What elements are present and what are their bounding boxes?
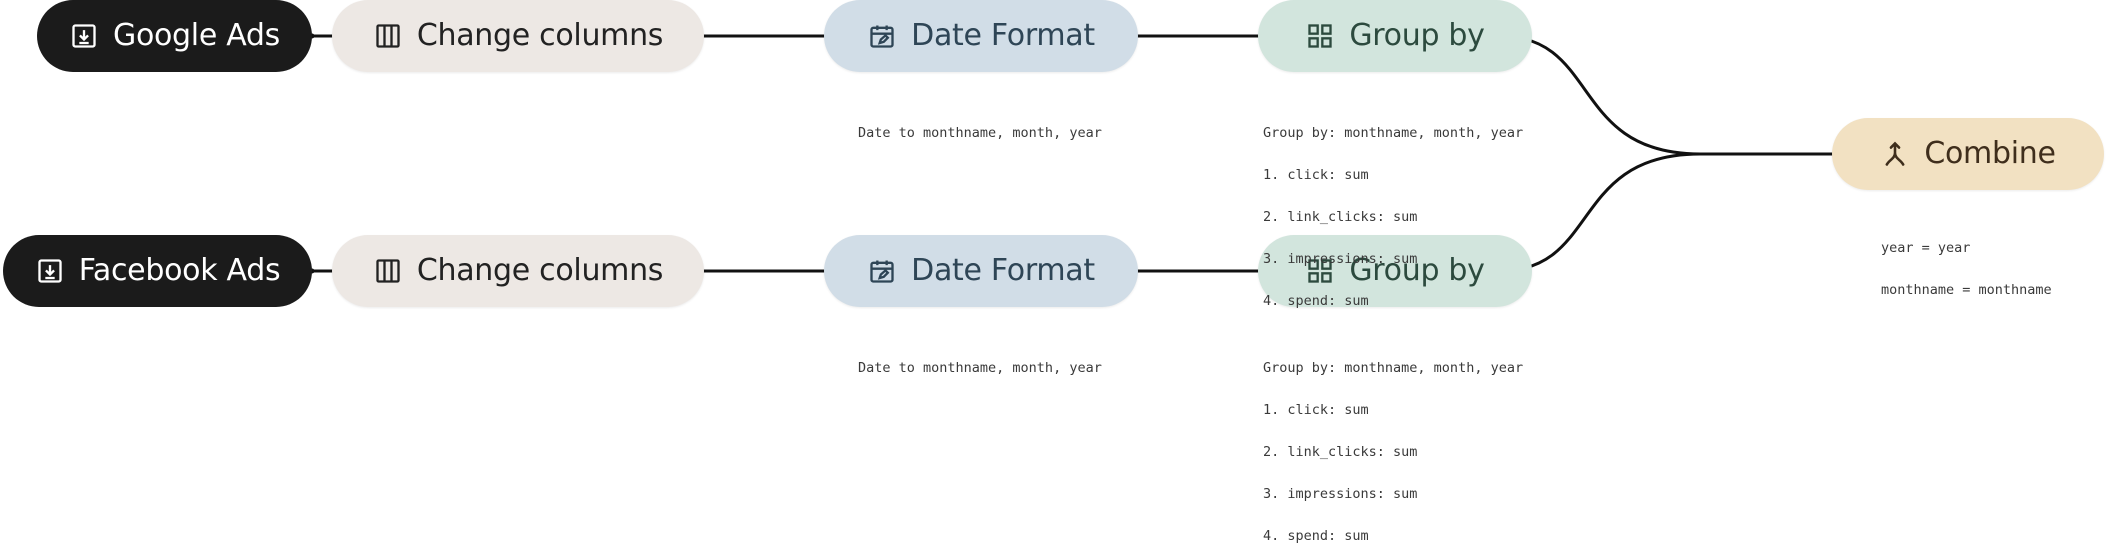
change-columns-node-bottom[interactable]: Change columns bbox=[332, 235, 704, 307]
calendar-edit-icon bbox=[867, 256, 897, 286]
note-line: Date to monthname, month, year bbox=[858, 360, 1102, 376]
group-by-note-top: Group by: monthname, month, year 1. clic… bbox=[1263, 98, 1523, 322]
node-label: Change columns bbox=[416, 253, 664, 288]
google-ads-node[interactable]: Google Ads bbox=[37, 0, 312, 72]
note-line: 2. link_clicks: sum bbox=[1263, 209, 1418, 225]
note-line: 3. impressions: sum bbox=[1263, 486, 1418, 502]
date-format-node-top[interactable]: Date Format bbox=[824, 0, 1138, 72]
node-label: Date Format bbox=[911, 18, 1095, 53]
note-line: monthname = monthname bbox=[1881, 282, 2052, 298]
node-label: Group by bbox=[1349, 18, 1485, 53]
facebook-ads-node[interactable]: Facebook Ads bbox=[3, 235, 312, 307]
note-line: 3. impressions: sum bbox=[1263, 251, 1418, 267]
merge-arrow-icon bbox=[1880, 139, 1910, 169]
date-format-note-top: Date to monthname, month, year bbox=[858, 98, 1102, 154]
node-label: Facebook Ads bbox=[78, 253, 281, 288]
grid-icon bbox=[1305, 256, 1335, 286]
note-line: 1. click: sum bbox=[1263, 167, 1369, 183]
note-line: year = year bbox=[1881, 240, 1971, 256]
node-label: Google Ads bbox=[113, 18, 280, 53]
download-box-icon bbox=[35, 256, 65, 286]
columns-icon bbox=[373, 256, 403, 286]
note-header: Group by: monthname, month, year bbox=[1263, 360, 1524, 376]
change-columns-node-top[interactable]: Change columns bbox=[332, 0, 704, 72]
node-label: Change columns bbox=[416, 18, 664, 53]
group-by-note-bottom: Group by: monthname, month, year 1. clic… bbox=[1263, 333, 1523, 557]
combine-note: year = year monthname = monthname bbox=[1881, 213, 2052, 311]
date-format-node-bottom[interactable]: Date Format bbox=[824, 235, 1138, 307]
columns-icon bbox=[373, 21, 403, 51]
date-format-note-bottom: Date to monthname, month, year bbox=[858, 333, 1102, 389]
wire-group-top-to-combine bbox=[1499, 34, 1864, 156]
grid-icon bbox=[1305, 21, 1335, 51]
note-line: 4. spend: sum bbox=[1263, 293, 1369, 309]
wire-group-bottom-to-combine bbox=[1499, 152, 1701, 273]
combine-node[interactable]: Combine bbox=[1832, 118, 2104, 190]
group-by-node-top[interactable]: Group by bbox=[1258, 0, 1532, 72]
node-label: Combine bbox=[1924, 136, 2056, 171]
note-header: Group by: monthname, month, year bbox=[1263, 125, 1524, 141]
node-label: Date Format bbox=[911, 253, 1095, 288]
note-line: 2. link_clicks: sum bbox=[1263, 444, 1418, 460]
calendar-edit-icon bbox=[867, 21, 897, 51]
note-line: 4. spend: sum bbox=[1263, 528, 1369, 544]
note-line: Date to monthname, month, year bbox=[858, 125, 1102, 141]
download-box-icon bbox=[69, 21, 99, 51]
node-label: Group by bbox=[1349, 253, 1485, 288]
group-by-node-bottom[interactable]: Group by bbox=[1258, 235, 1532, 307]
note-line: 1. click: sum bbox=[1263, 402, 1369, 418]
